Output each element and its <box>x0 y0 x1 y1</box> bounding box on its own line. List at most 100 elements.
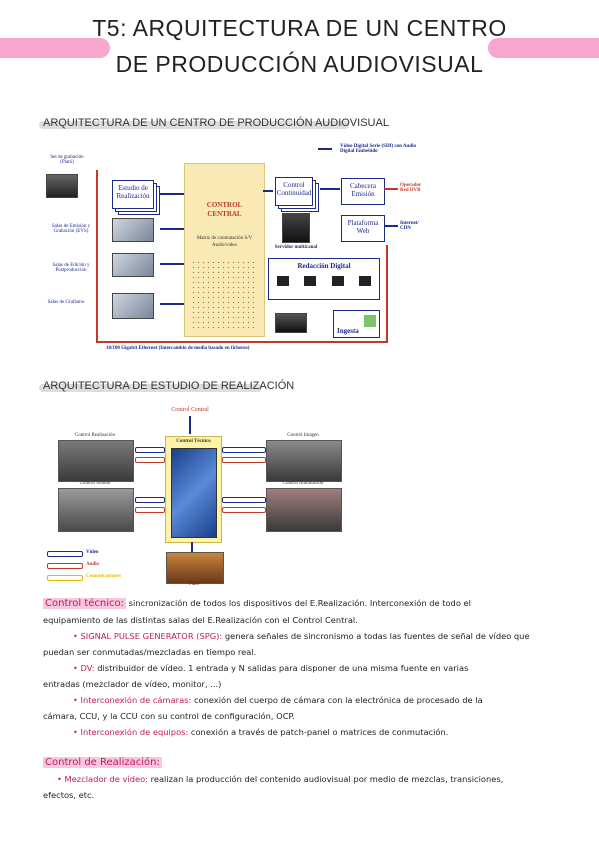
photo-control-imagen <box>266 440 342 482</box>
note-control-realizacion: Control de Realización: <box>43 754 563 771</box>
audio-arrow <box>222 457 266 463</box>
graphics-room-icon <box>112 293 154 319</box>
matrix-grid <box>191 260 258 330</box>
label-control-realizacion: Control Realización <box>74 433 116 438</box>
note-heading-control-tecnico: Control técnico: <box>43 598 126 609</box>
note-bullet-label: • DV: <box>73 663 95 673</box>
label-ethernet: 10/100 Gigabit Ethernet (Intercambio de … <box>106 346 250 351</box>
matriz-label: Matriz de conmutación S/V Audio/video <box>196 236 253 248</box>
box-plataforma-web-label: Plataforma Web <box>347 219 379 235</box>
legend-video-label: Vídeo <box>86 550 99 555</box>
control-central-title-2: CENTRAL <box>207 210 242 218</box>
ethernet-bus-right <box>386 245 388 343</box>
note-text: cámara, CCU, y la CCU con su control de … <box>43 711 295 721</box>
ethernet-bus-left <box>96 170 98 343</box>
note-text: entradas (mezclador de vídeo, monitor, .… <box>43 679 222 689</box>
computer-icon <box>359 276 372 286</box>
note-text: distribuidor de vídeo. 1 entrada y N sal… <box>97 663 469 673</box>
label-operador-red: Operador Red DVB <box>400 183 422 193</box>
arrow-connector <box>263 190 273 192</box>
notes-block: Control técnico: sincronización de todos… <box>43 595 563 803</box>
audio-arrow <box>135 507 165 513</box>
video-arrow <box>135 447 165 453</box>
legend-comms-arrow <box>47 575 83 581</box>
note-bullet-spg: • SIGNAL PULSE GENERATOR (SPG): genera s… <box>43 628 563 644</box>
computer-icon <box>276 276 289 286</box>
section-heading-text: ARQUITECTURA DE ESTUDIO DE REALIZACIÓN <box>43 380 295 392</box>
server-icon <box>282 213 310 243</box>
box-ingesta-label: Ingesta <box>337 327 359 335</box>
photo-control-sonido <box>58 488 134 532</box>
note-bullet-dv: • DV: distribuidor de vídeo. 1 entrada y… <box>43 660 563 676</box>
audio-arrow <box>135 457 165 463</box>
video-arrow <box>135 497 165 503</box>
ethernet-bus-bottom <box>96 341 388 343</box>
page-title-line1: T5: ARQUITECTURA DE UN CENTRO <box>92 15 507 41</box>
page-title-line2: DE PRODUCCIÓN AUDIOVISUAL <box>115 51 484 77</box>
arrow-connector <box>160 303 184 305</box>
note-heading-control-realizacion: Control de Realización: <box>43 757 162 768</box>
note-bullet-label: • Interconexión de equipos: <box>73 727 189 737</box>
rack-photo <box>171 448 217 538</box>
note-control-tecnico: Control técnico: sincronización de todos… <box>43 595 563 612</box>
label-control-imagen: Control Imagen <box>287 433 319 438</box>
header-decoration-right <box>488 38 599 58</box>
box-cabecera-emision: Cabecera Emisión <box>341 178 385 205</box>
photo-plato <box>166 552 224 584</box>
arrow-connector <box>160 228 184 230</box>
emission-equipment-icon <box>112 218 154 242</box>
note-bullet-mezclador: • Mezclador de vídeo: realizan la produc… <box>43 771 563 787</box>
audio-arrow <box>222 507 266 513</box>
arrow-down <box>189 416 191 434</box>
label-plato: Plató <box>188 582 200 587</box>
note-text: equipamiento de las distintas salas del … <box>43 615 358 625</box>
label-control-iluminacion: Control Iluminación <box>282 481 324 486</box>
box-estudio-realizacion: Estudio de Realización <box>112 180 154 209</box>
label-servidor-multicanal: Servidor multicanal <box>274 245 318 250</box>
box-control-continuidad: Control Continuidad <box>275 177 313 206</box>
note-bullet-equipos: • Interconexión de equipos: conexión a t… <box>43 724 563 740</box>
video-arrow <box>222 447 266 453</box>
label-control-sonido: Control Sonido <box>79 481 111 486</box>
note-text: genera señales de sincronismo a todas la… <box>224 631 530 641</box>
label-salas-emision: Salas de Emisión y Grabación (EVS) <box>51 224 91 234</box>
label-legend-sdi: Vídeo Digital Serie (SDI) con Audio Digi… <box>340 144 416 154</box>
label-control-central: Control Central <box>171 407 209 413</box>
box-ingesta: Ingesta <box>333 310 380 338</box>
header-decoration-left <box>0 38 110 58</box>
note-bullet-label: • Mezclador de vídeo: <box>57 774 148 784</box>
label-salas-edicion: Salas de Edición y Postproducción <box>52 263 90 273</box>
arrow-connector <box>160 193 184 195</box>
video-camera-icon <box>275 313 307 333</box>
box-redaccion-digital-label: Redacción Digital <box>297 262 351 270</box>
note-bullet-label: • Interconexión de cámaras: <box>73 695 192 705</box>
label-salas-grafismo: Salas de Grafismo <box>47 300 85 305</box>
control-tecnico-block: Control Técnico <box>165 436 222 543</box>
legend-arrow <box>318 148 332 150</box>
section-heading-studio: ARQUITECTURA DE ESTUDIO DE REALIZACIÓN <box>39 380 295 392</box>
video-arrow <box>222 497 266 503</box>
label-internet-cdn: Internet/ CDN <box>400 221 419 231</box>
note-text: efectos, etc. <box>43 790 95 800</box>
control-central-title-1: CONTROL <box>206 201 243 209</box>
legend-comms-label: Comunicaciones <box>86 574 121 579</box>
legend-audio-arrow <box>47 563 83 569</box>
note-text: puedan ser conmutadas/mezcladas en tiemp… <box>43 647 257 657</box>
label-control-tecnico: Control Técnico <box>176 439 211 444</box>
photo-control-iluminacion <box>266 488 342 532</box>
editing-room-icon <box>112 253 154 277</box>
legend-audio-label: Audio <box>86 562 100 567</box>
arrow-connector <box>384 188 398 190</box>
box-cabecera-emision-label: Cabecera Emisión <box>349 182 377 198</box>
note-bullet-camaras: • Interconexión de cámaras: conexión del… <box>43 692 563 708</box>
box-control-continuidad-label: Control Continuidad <box>276 181 312 197</box>
photo-control-realizacion <box>58 440 134 482</box>
computer-icon <box>331 276 344 286</box>
arrow-connector <box>160 263 184 265</box>
note-text: conexión a través de patch-panel o matri… <box>190 727 449 737</box>
diagram-production-center: Set de grabación (Plató) Estudio de Real… <box>0 0 599 360</box>
camera-icon <box>46 174 78 198</box>
cube-icon <box>364 315 376 327</box>
